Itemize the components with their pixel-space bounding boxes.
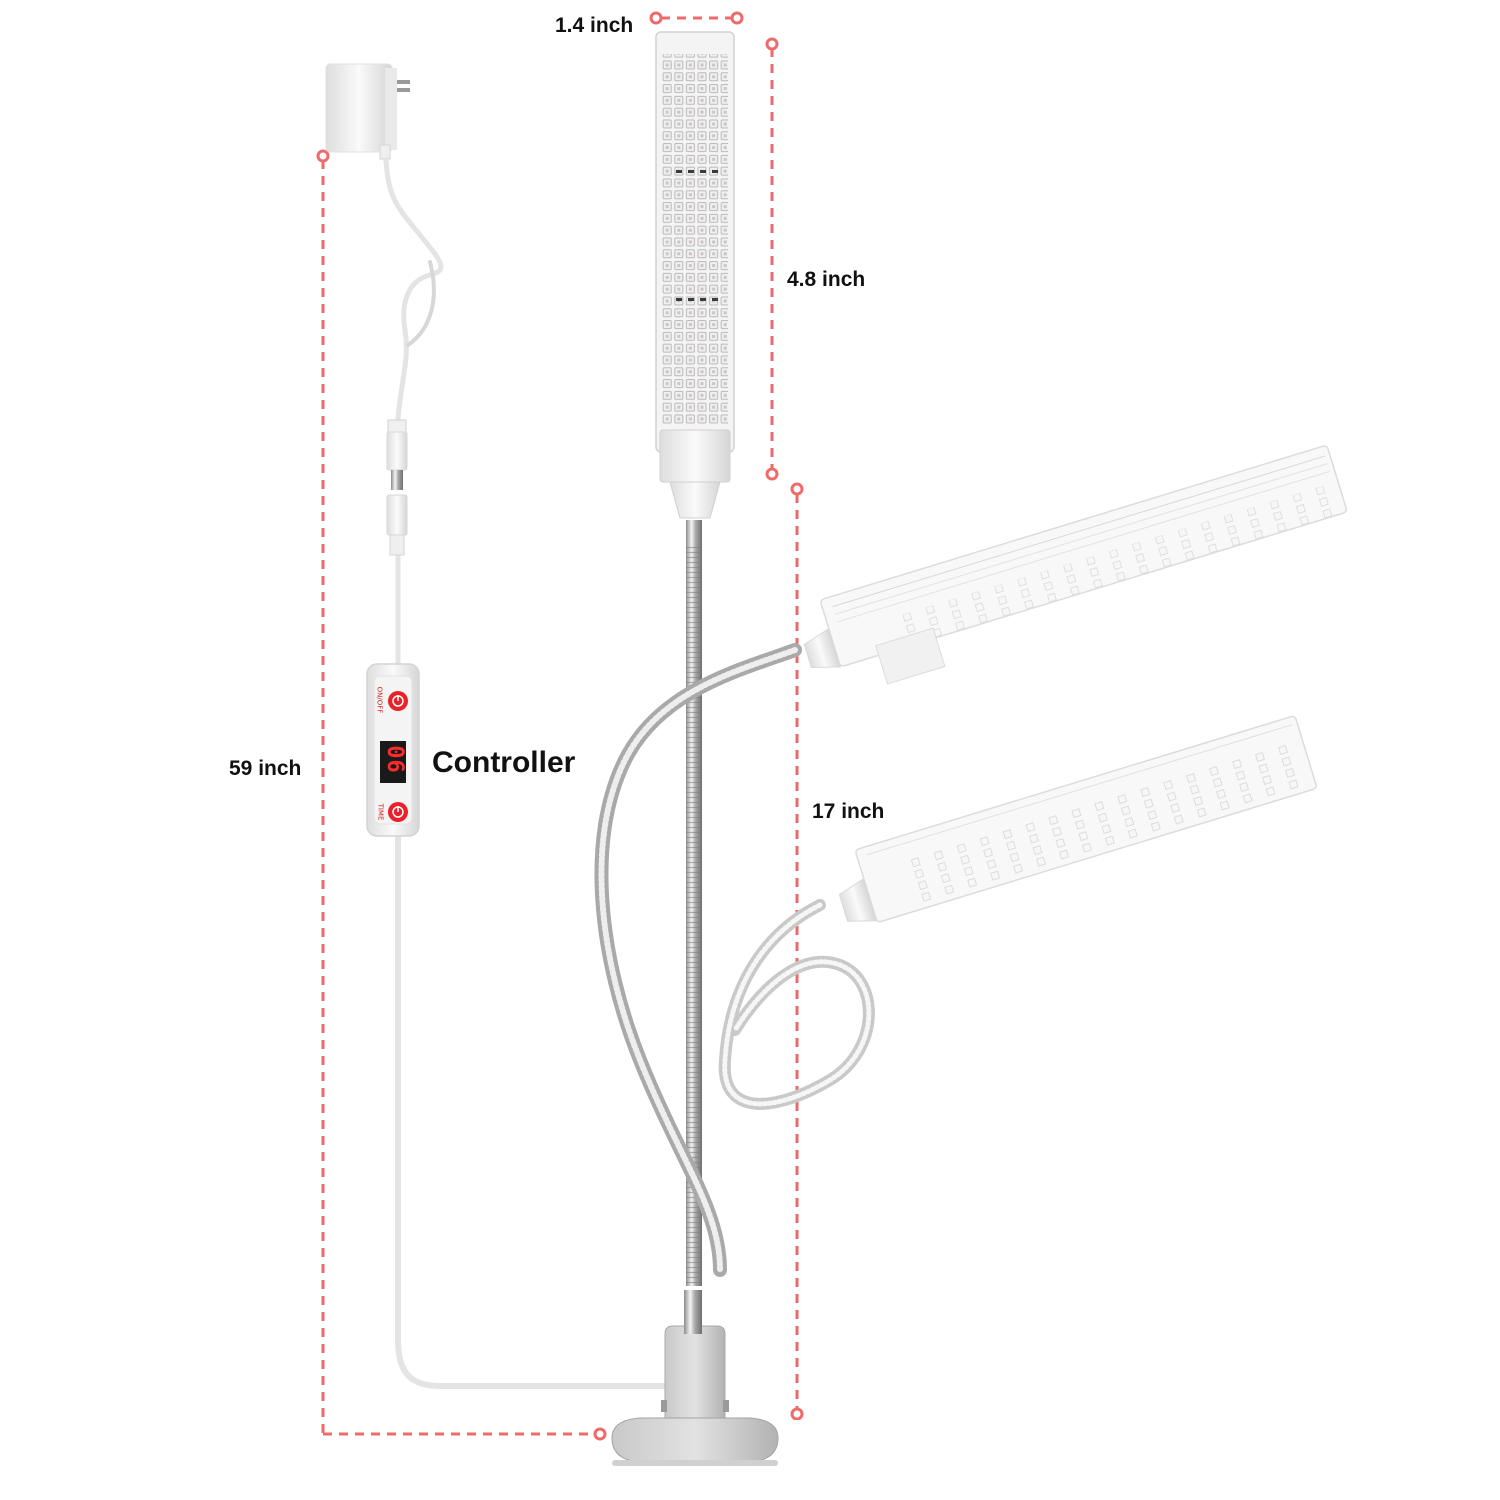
power-adapter <box>325 63 410 160</box>
side-goosenecks <box>594 643 875 1277</box>
controller-label: Controller <box>432 746 576 779</box>
top-light-head <box>655 31 735 519</box>
head-width-label: 1.4 inch <box>555 14 634 37</box>
controller-controls <box>380 691 408 822</box>
dimension-lines <box>316 11 804 1500</box>
cable-length-label: 59 inch <box>229 757 302 780</box>
clamp-base <box>611 1290 779 1466</box>
gooseneck-length-label: 17 inch <box>812 800 885 823</box>
time-button[interactable] <box>388 802 408 822</box>
center-gooseneck <box>686 520 702 1286</box>
on-off-button[interactable] <box>388 691 408 711</box>
upper-angled-light-head <box>803 445 1348 685</box>
head-length-label: 4.8 inch <box>787 268 866 291</box>
on-off-button-label: ON/OFF <box>375 686 384 714</box>
time-button-label: TIME <box>376 803 385 821</box>
lower-angled-light-head <box>838 715 1317 923</box>
timer-display: 06 <box>381 745 407 774</box>
dc-connector <box>386 419 408 556</box>
power-cable <box>383 157 668 1389</box>
